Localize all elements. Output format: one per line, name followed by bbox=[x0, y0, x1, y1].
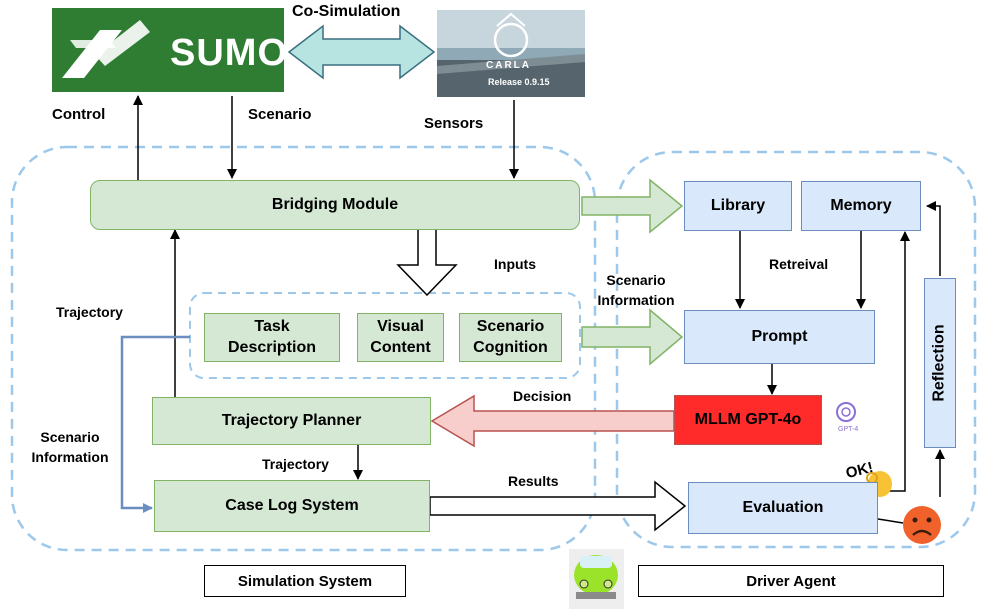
trajectory-planner-label: Trajectory Planner bbox=[221, 412, 362, 429]
mllm-label: MLLM GPT-4o bbox=[694, 411, 802, 428]
mllm-box[interactable]: MLLM GPT-4o bbox=[674, 395, 822, 445]
inputs-region bbox=[189, 292, 581, 379]
prompt-label: Prompt bbox=[751, 328, 808, 345]
case-log-system-box[interactable]: Case Log System bbox=[154, 480, 430, 532]
decision-label: Decision bbox=[513, 388, 572, 404]
sumo-logo bbox=[52, 8, 284, 92]
inputs-arrow bbox=[396, 228, 458, 297]
simulation-system-region bbox=[10, 145, 597, 552]
ok-to-memory-arrow bbox=[878, 231, 910, 492]
carla-logo bbox=[437, 10, 585, 97]
memory-box[interactable]: Memory bbox=[801, 181, 921, 231]
library-label: Library bbox=[710, 197, 766, 214]
sumo-logo-text: SUMO bbox=[170, 32, 288, 74]
scenario-information-label: Scenario Information bbox=[597, 272, 675, 309]
bridging-module-box[interactable]: Bridging Module bbox=[90, 180, 580, 230]
trajectory-planner-box[interactable]: Trajectory Planner bbox=[152, 397, 431, 445]
visual-content-box[interactable]: Visual Content bbox=[357, 313, 444, 362]
scenario-information-left-label: Scenario Information bbox=[31, 429, 109, 466]
prompt-box[interactable]: Prompt bbox=[684, 310, 875, 364]
decision-arrow bbox=[430, 394, 675, 448]
reflection-label: Reflection bbox=[931, 324, 948, 402]
task-description-label: Task Description bbox=[227, 317, 316, 356]
bridging-module-label: Bridging Module bbox=[271, 196, 399, 213]
simulation-system-footer: Simulation System bbox=[204, 565, 406, 597]
case-log-system-label: Case Log System bbox=[225, 497, 359, 514]
evaluation-to-sad-line bbox=[877, 518, 904, 524]
reflection-to-memory-arrow bbox=[926, 201, 941, 276]
visual-content-label: Visual Content bbox=[370, 317, 431, 356]
scenario-cognition-label: Scenario Cognition bbox=[473, 317, 548, 356]
inputs-to-prompt-arrow bbox=[581, 308, 684, 366]
gpt4-badge-text: GPT-4 bbox=[838, 426, 859, 433]
retreival-label: Retreival bbox=[769, 256, 829, 272]
evaluation-box[interactable]: Evaluation bbox=[688, 482, 878, 534]
driver-agent-footer: Driver Agent bbox=[638, 565, 944, 597]
scenario-cognition-box[interactable]: Scenario Cognition bbox=[459, 313, 562, 362]
trajectory-mid-label: Trajectory bbox=[262, 456, 329, 472]
driver-agent-region bbox=[615, 150, 977, 549]
gpt-logo bbox=[822, 397, 872, 443]
co-simulation-label: Co-Simulation bbox=[292, 3, 401, 20]
task-description-box[interactable]: Task Description bbox=[204, 313, 340, 362]
scenario-information-feedback-arrow bbox=[120, 335, 190, 513]
sad-face-icon bbox=[903, 506, 941, 544]
evaluation-label: Evaluation bbox=[742, 499, 824, 516]
co-simulation-arrow bbox=[287, 24, 436, 80]
library-box[interactable]: Library bbox=[684, 181, 792, 231]
car-icon bbox=[569, 549, 624, 609]
scenario-label: Scenario bbox=[248, 106, 312, 123]
results-arrow bbox=[429, 480, 687, 532]
results-label: Results bbox=[508, 473, 559, 489]
inputs-label: Inputs bbox=[494, 256, 536, 272]
memory-label: Memory bbox=[830, 197, 892, 214]
bridging-to-library-arrow bbox=[581, 178, 684, 234]
carla-logo-text: CARLA bbox=[486, 60, 531, 71]
trajectory-left-label: Trajectory bbox=[56, 304, 123, 320]
carla-release-text: Release 0.9.15 bbox=[488, 77, 550, 87]
control-label: Control bbox=[52, 106, 106, 123]
reflection-box[interactable]: Reflection bbox=[924, 278, 956, 448]
sensors-label: Sensors bbox=[424, 115, 484, 132]
